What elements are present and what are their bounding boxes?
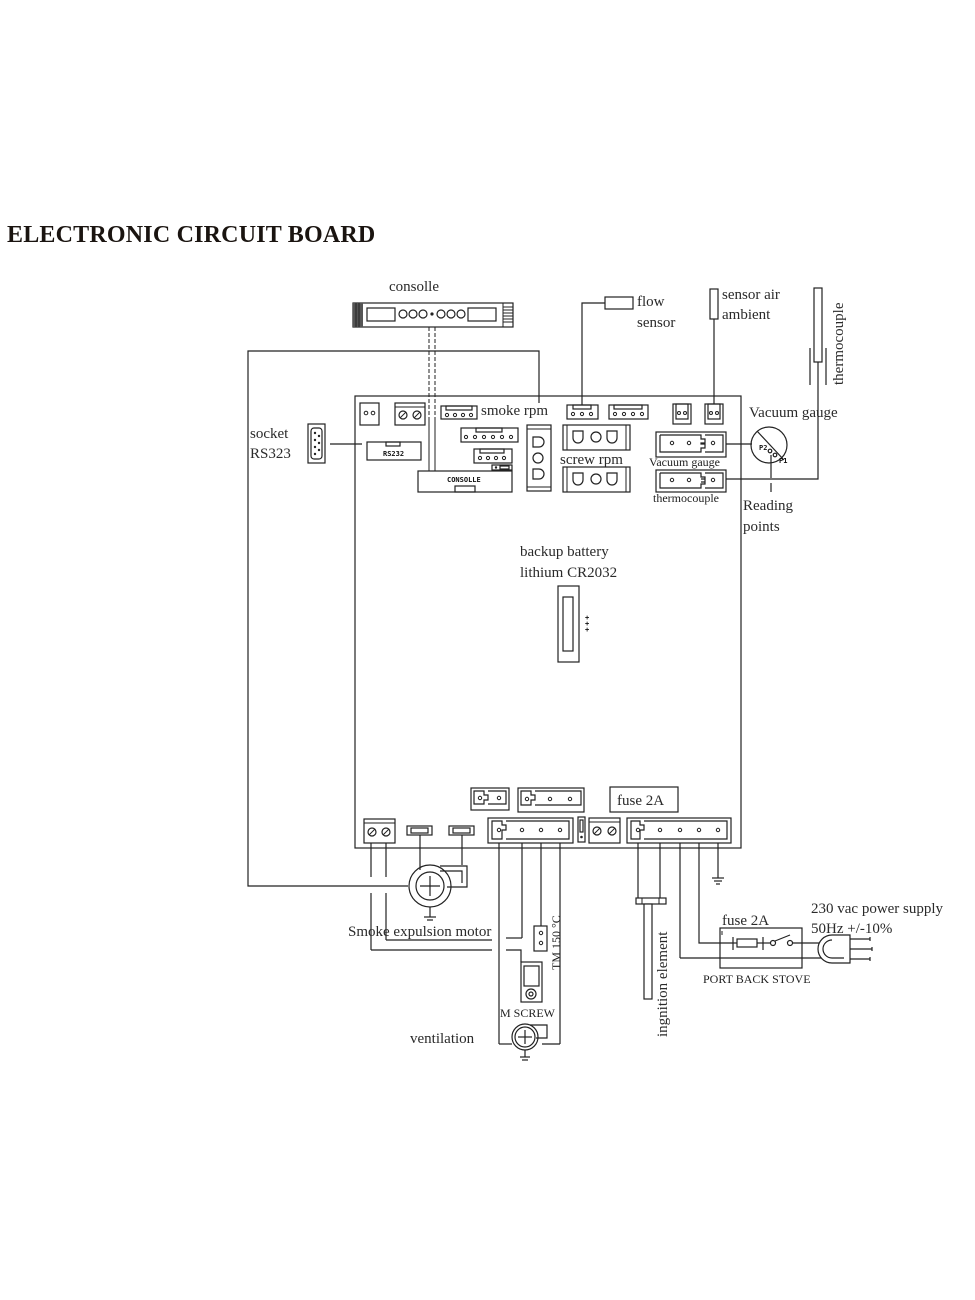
- socket-label: socket: [250, 426, 289, 442]
- screw-motor-wiring: [498, 843, 561, 1045]
- flow-sensor-connector: [566, 404, 599, 420]
- thermocouple-probe: [723, 287, 827, 480]
- connector-6pin: [460, 427, 519, 443]
- vacuum-gauge-connector: [655, 431, 727, 458]
- sensor-air-ambient: [709, 288, 719, 404]
- page-title: ELECTRONIC CIRCUIT BOARD: [7, 222, 376, 248]
- svg-text:+: +: [585, 626, 589, 634]
- reading-label: Reading: [743, 498, 793, 514]
- rs232-chip: RS232: [366, 441, 422, 461]
- sensor-air-label: sensor air: [722, 287, 780, 303]
- power-supply-label: 230 vac power supply: [811, 901, 944, 917]
- connector-2pin-top-left: [359, 402, 380, 426]
- connector-4pin-top-right: [608, 404, 649, 420]
- connector-4pin-bottom: [487, 817, 574, 844]
- smoke-rpm-connector: [440, 405, 478, 420]
- thermocouple-connector-label: thermocouple: [653, 491, 719, 505]
- ignition-label: ingnition element: [655, 931, 671, 1037]
- thermocouple-vertical-label: thermocouple: [831, 302, 847, 385]
- svg-text:P2: P2: [759, 444, 767, 452]
- relay-vertical: [526, 424, 552, 492]
- spade-connector-b: [448, 825, 475, 836]
- fuse-board: [609, 786, 679, 813]
- svg-text:RS232: RS232: [383, 450, 404, 458]
- smoke-motor-terminal: [363, 818, 396, 844]
- screw-terminal-bottom: [588, 817, 621, 844]
- thermocouple-connector: [655, 469, 727, 493]
- connector-2pin-right-a: [672, 403, 692, 425]
- vacuum-gauge-connector-label: Vacuum gauge: [649, 455, 720, 469]
- screw-terminal-top: [394, 402, 426, 426]
- sensor-air-connector: [704, 403, 724, 425]
- connector-2pin-bottom: [470, 787, 510, 811]
- smoke-motor-label: Smoke expulsion motor: [348, 924, 491, 940]
- jumper-small: [577, 816, 586, 843]
- vacuum-gauge-dial: P2 P1: [726, 426, 788, 492]
- smoke-rpm-label: smoke rpm: [481, 403, 548, 419]
- socket-rs323-label: RS323: [250, 446, 291, 462]
- flow-sensor-label: sensor: [637, 315, 675, 331]
- ventilation-label: ventilation: [410, 1031, 475, 1047]
- connector-4pin-small: [473, 448, 513, 471]
- screw-rpm-relay-top: [562, 424, 631, 451]
- consolle-chip: CONSOLLE: [417, 470, 513, 493]
- circuit-board: [354, 395, 742, 849]
- power-connector-5pin: [626, 817, 732, 844]
- smoke-rpm-wire: [247, 350, 540, 887]
- power-wiring: [679, 843, 836, 959]
- battery-label: backup battery: [520, 544, 609, 560]
- backup-battery: + + +: [557, 585, 589, 663]
- external-fuse: [732, 937, 764, 950]
- m-screw-label: M SCREW: [500, 1006, 556, 1020]
- svg-text:+: +: [585, 614, 589, 622]
- smoke-expulsion-motor: [370, 835, 492, 951]
- svg-text:P1: P1: [779, 457, 787, 465]
- rs323-socket: [307, 423, 326, 464]
- spade-connector-a: [406, 825, 433, 836]
- reading-points-label: points: [743, 519, 780, 535]
- screw-rpm-relay-bottom: [562, 466, 631, 493]
- svg-text:+: +: [585, 620, 589, 628]
- ventilation-fan: [511, 1023, 548, 1061]
- port-back-stove-label: PORT BACK STOVE: [703, 972, 811, 986]
- tm-label: TM 150 °C: [549, 915, 563, 970]
- fuse-board-label: fuse 2A: [617, 793, 664, 809]
- power-frequency-label: 50Hz +/-10%: [811, 921, 892, 937]
- power-plug: [817, 934, 873, 964]
- vacuum-gauge-title: Vacuum gauge: [749, 405, 838, 421]
- tm-150-thermostat: [533, 925, 548, 952]
- flow-sensor: [581, 296, 634, 405]
- sensor-ambient-label: ambient: [722, 307, 771, 323]
- flow-label: flow: [637, 294, 665, 310]
- m-screw-motor: [520, 961, 543, 1003]
- battery-type-label: lithium CR2032: [520, 565, 617, 581]
- svg-text:CONSOLLE: CONSOLLE: [447, 476, 481, 484]
- consolle-label: consolle: [389, 279, 439, 295]
- screw-rpm-label: screw rpm: [560, 452, 623, 468]
- port-back-stove-box: [719, 927, 803, 969]
- external-fuse-label: fuse 2A: [722, 913, 769, 929]
- ignition-element: [635, 843, 667, 1000]
- connector-3pin-bottom: [517, 787, 585, 813]
- console-unit: [352, 302, 514, 328]
